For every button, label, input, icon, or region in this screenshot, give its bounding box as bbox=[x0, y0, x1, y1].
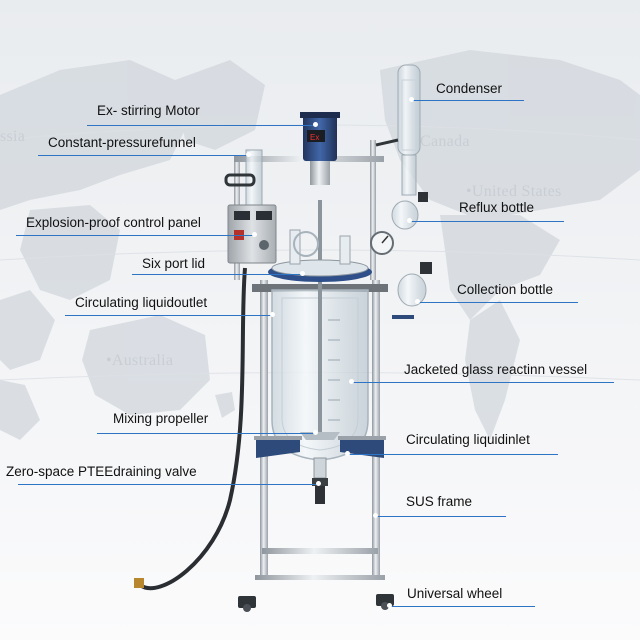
leader-ex-stirring-motor bbox=[87, 122, 318, 127]
leader-circulating-liquid-outlet bbox=[65, 312, 275, 317]
callout-mixing-propeller: Mixing propeller bbox=[113, 411, 209, 426]
map-label-asia: ssia bbox=[0, 128, 26, 145]
callout-ex-stirring-motor: Ex- stirring Motor bbox=[97, 103, 200, 118]
leader-mixing-propeller bbox=[97, 430, 318, 435]
motor-display: Ex bbox=[310, 133, 319, 142]
leader-universal-wheel bbox=[387, 603, 535, 608]
map-label-canada: Canada bbox=[420, 133, 470, 150]
callout-circulating-liquid-outlet: Circulating liquidoutlet bbox=[75, 295, 208, 310]
leader-explosion-proof-panel bbox=[16, 232, 257, 237]
leader-jacketed-vessel bbox=[349, 379, 614, 384]
leader-constant-pressure-funnel bbox=[38, 152, 251, 157]
universal-wheels bbox=[238, 594, 394, 612]
callout-circulating-liquid-inlet: Circulating liquidinlet bbox=[406, 432, 530, 447]
jacketed-vessel bbox=[271, 200, 369, 504]
condenser bbox=[375, 64, 421, 196]
leader-circulating-liquid-inlet bbox=[345, 451, 558, 456]
callout-explosion-proof-panel: Explosion-proof control panel bbox=[26, 215, 201, 230]
callout-collection-bottle: Collection bottle bbox=[457, 282, 554, 297]
leader-collection-bottle bbox=[415, 299, 578, 304]
collection-bottle bbox=[392, 262, 432, 319]
leader-sus-frame bbox=[373, 513, 506, 518]
six-port-lid bbox=[268, 229, 372, 282]
callout-jacketed-vessel: Jacketed glass reactinn vessel bbox=[404, 362, 588, 377]
leader-condenser bbox=[409, 97, 524, 102]
map-label-australia: •Australia bbox=[106, 352, 174, 369]
callout-reflux-bottle: Reflux bottle bbox=[459, 200, 535, 215]
leader-draining-valve bbox=[18, 481, 321, 486]
callout-sus-frame: SUS frame bbox=[406, 494, 473, 509]
callout-six-port-lid: Six port lid bbox=[142, 256, 206, 271]
leader-reflux-bottle bbox=[407, 218, 564, 223]
reflux-bottle bbox=[391, 192, 428, 230]
callout-constant-pressure-funnel: Constant-pressurefunnel bbox=[48, 135, 196, 150]
ex-stirring-motor: Ex bbox=[300, 112, 340, 185]
callout-draining-valve: Zero-space PTEEdraining valve bbox=[6, 464, 197, 479]
callout-condenser: Condenser bbox=[436, 81, 503, 96]
pressure-gauge bbox=[370, 231, 394, 255]
map-label-united-states: •United States bbox=[466, 183, 562, 200]
callout-universal-wheel: Universal wheel bbox=[407, 586, 503, 601]
leader-six-port-lid bbox=[132, 271, 305, 276]
constant-pressure-funnel bbox=[224, 149, 263, 206]
